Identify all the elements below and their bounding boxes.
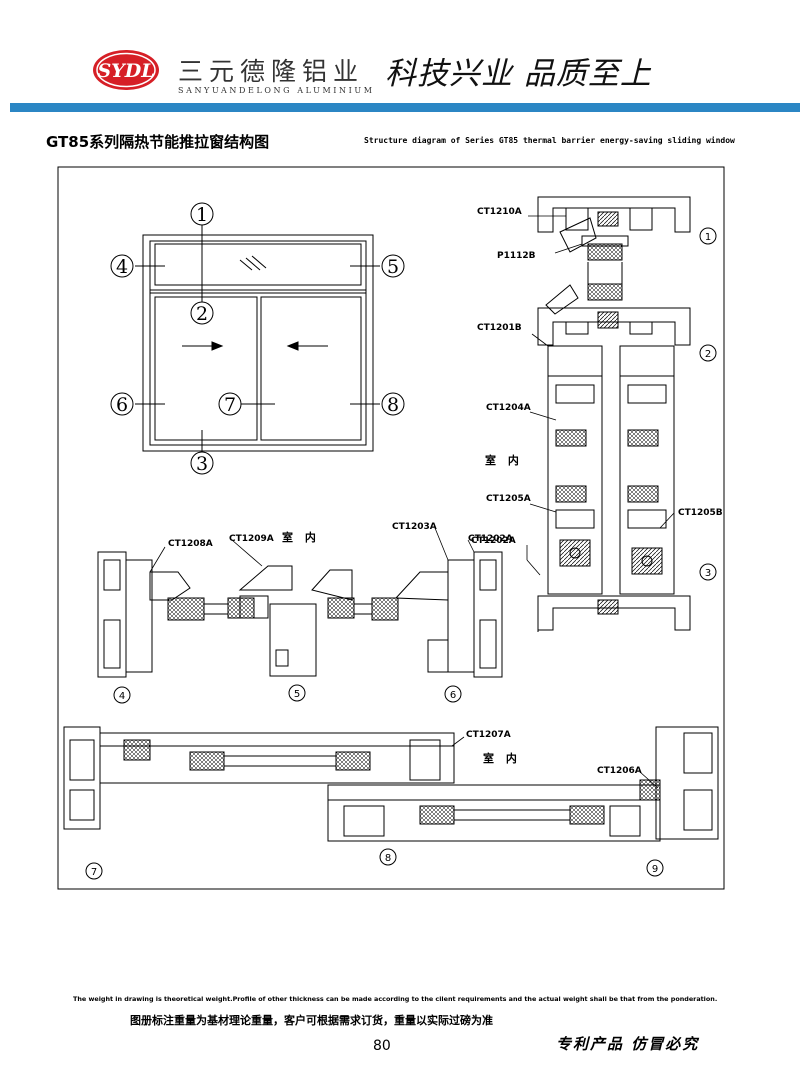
callout-4 bbox=[110, 254, 134, 278]
svg-text:SYDL: SYDL bbox=[97, 60, 154, 82]
callout-j-label-5: 5 bbox=[294, 689, 300, 700]
company-name-cn: 三元德隆铝业 bbox=[178, 57, 365, 86]
profile-label-ct1210a: CT1210A bbox=[477, 207, 522, 217]
elevation-callouts bbox=[110, 202, 405, 475]
bottom-callouts bbox=[85, 848, 664, 880]
callout-label-1: 1 bbox=[196, 204, 208, 226]
callout-3 bbox=[190, 451, 214, 475]
header-divider-band bbox=[10, 103, 800, 112]
footer-note-cn: 图册标注重量为基材理论重量，客户可根据需求订货，重量以实际过磅为准 bbox=[130, 1014, 493, 1027]
callout-7 bbox=[218, 392, 242, 416]
slogan: 科技兴业 品质至上 bbox=[385, 56, 652, 92]
callout-label-3: 3 bbox=[196, 453, 208, 475]
profile-label-ct1205b: CT1205B bbox=[678, 508, 723, 518]
window-elevation bbox=[135, 225, 380, 455]
callout-b-label-8: 8 bbox=[385, 853, 391, 864]
jamb-sections bbox=[97, 551, 503, 678]
callout-j-4 bbox=[113, 686, 131, 704]
page-title-en: Structure diagram of Series GT85 thermal… bbox=[364, 136, 735, 145]
room-label-vertical: 室 内 bbox=[485, 453, 523, 467]
callout-6 bbox=[110, 392, 134, 416]
callout-j-label-4: 4 bbox=[119, 691, 125, 702]
jamb-callouts bbox=[113, 684, 462, 704]
callout-v-label-1: 1 bbox=[705, 232, 711, 243]
footer-note-en: The weight in drawing is theoretical wei… bbox=[73, 995, 718, 1003]
vertical-section bbox=[537, 196, 691, 632]
patent-notice: 专利产品 仿冒必究 bbox=[556, 1035, 700, 1053]
callout-2 bbox=[190, 301, 214, 325]
callout-8 bbox=[381, 392, 405, 416]
callout-label-7: 7 bbox=[224, 394, 236, 416]
callout-b-label-9: 9 bbox=[652, 864, 658, 875]
callout-label-4: 4 bbox=[116, 256, 128, 278]
profile-label-ct1203a: CT1203A bbox=[392, 522, 437, 532]
callout-b-9 bbox=[646, 859, 664, 877]
profile-label-ct1209a: CT1209A bbox=[229, 534, 274, 544]
page-number: 80 bbox=[373, 1038, 391, 1054]
jamb-labels: CT1208A CT1209A CT1203A CT1202A 室 内 bbox=[168, 522, 513, 549]
page-title-cn: GT85系列隔热节能推拉窗结构图 bbox=[46, 133, 270, 151]
callout-j-6 bbox=[444, 685, 462, 703]
bottom-section bbox=[63, 726, 719, 842]
bottom-labels: CT1207A CT1206A 室 内 bbox=[466, 730, 642, 776]
callout-v-label-2: 2 bbox=[705, 349, 711, 360]
callout-b-label-7: 7 bbox=[91, 867, 97, 878]
sydl-logo: SYDL bbox=[93, 50, 159, 90]
profile-label-ct1202a-jamb: CT1202A bbox=[468, 534, 513, 544]
profile-label-ct1205a: CT1205A bbox=[486, 494, 531, 504]
callout-label-8: 8 bbox=[387, 394, 399, 416]
callout-b-8 bbox=[379, 848, 397, 866]
vertical-callouts bbox=[699, 227, 717, 581]
callout-label-5: 5 bbox=[387, 256, 399, 278]
profile-label-ct1208a: CT1208A bbox=[168, 539, 213, 549]
room-label-jambs: 室 内 bbox=[282, 530, 320, 544]
room-label-bottom: 室 内 bbox=[483, 751, 521, 765]
callout-j-label-6: 6 bbox=[450, 690, 456, 701]
callout-v-label-3: 3 bbox=[705, 568, 711, 579]
profile-label-ct1207a: CT1207A bbox=[466, 730, 511, 740]
callout-v-3 bbox=[699, 563, 717, 581]
callout-v-1 bbox=[699, 227, 717, 245]
callout-b-7 bbox=[85, 862, 103, 880]
vertical-section-labels: CT1210A P1112B CT1201B CT1204A CT1205A C… bbox=[471, 207, 723, 546]
callout-label-6: 6 bbox=[116, 394, 128, 416]
callout-label-2: 2 bbox=[196, 303, 208, 325]
jamb-leaders bbox=[149, 527, 475, 573]
bottom-leaders bbox=[451, 736, 659, 789]
profile-label-ct1202a-vertical: CT1202A bbox=[471, 536, 516, 546]
profile-label-ct1201b: CT1201B bbox=[477, 323, 522, 333]
callout-1 bbox=[190, 202, 214, 226]
callout-5 bbox=[381, 254, 405, 278]
vertical-section-leaders bbox=[526, 215, 675, 576]
profile-label-p1112b: P1112B bbox=[497, 251, 536, 261]
callout-v-2 bbox=[699, 344, 717, 362]
profile-label-ct1204a: CT1204A bbox=[486, 403, 531, 413]
profile-label-ct1206a: CT1206A bbox=[597, 766, 642, 776]
company-name-en: SANYUANDELONG ALUMINIUM bbox=[178, 86, 375, 95]
elevation-callout-labels: 1 2 3 4 5 6 7 8 bbox=[116, 204, 399, 475]
callout-j-5 bbox=[288, 684, 306, 702]
drawing-frame bbox=[57, 166, 725, 890]
